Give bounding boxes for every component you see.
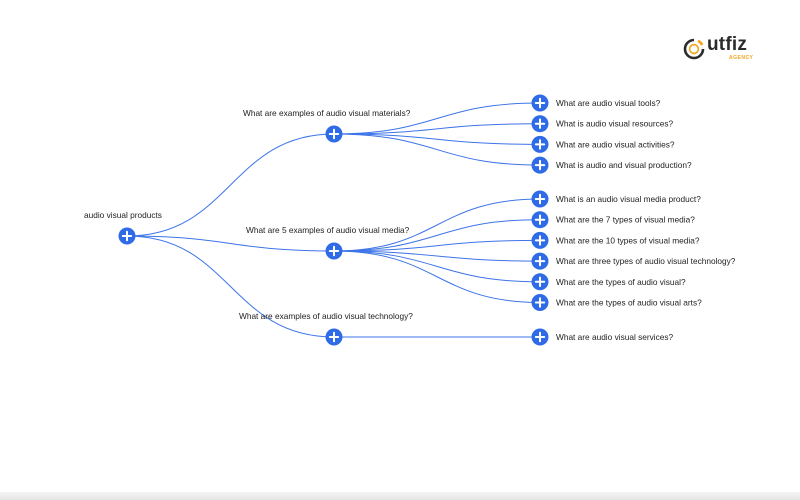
logo-ring-icon [683, 38, 705, 60]
link-b2-to-leaf-3 [333, 250, 541, 262]
leaf-node-button[interactable] [531, 94, 549, 112]
link-b1-to-leaf-0 [333, 102, 541, 135]
link-b2-to-leaf-4 [333, 250, 541, 283]
link-b1-to-leaf-3 [333, 133, 541, 166]
branch-node-button-b3[interactable] [325, 328, 343, 346]
link-b2-to-leaf-1 [333, 219, 541, 252]
plus-icon [534, 331, 546, 343]
root-node-button[interactable] [118, 227, 136, 245]
link-b1-to-leaf-2 [333, 133, 541, 145]
leaf-node-label: What are the types of audio visual? [556, 277, 686, 287]
leaf-node-button[interactable] [531, 135, 549, 153]
leaf-node-label: What is an audio visual media product? [556, 194, 701, 204]
plus-icon [534, 297, 546, 308]
plus-icon [534, 118, 546, 129]
plus-icon [534, 276, 546, 287]
leaf-node-label: What are audio visual activities? [556, 139, 675, 149]
plus-icon [534, 97, 546, 109]
plus-icon [534, 193, 546, 205]
bottom-bar [0, 492, 800, 500]
leaf-node-label: What are three types of audio visual tec… [556, 256, 736, 266]
plus-icon [121, 230, 133, 242]
plus-icon [534, 139, 546, 150]
plus-icon [328, 245, 340, 257]
leaf-node-label: What are the 10 types of visual media? [556, 235, 700, 245]
link-b2-to-leaf-0 [333, 198, 541, 252]
leaf-node-button[interactable] [531, 231, 549, 249]
leaf-node-label: What is audio visual resources? [556, 119, 674, 129]
plus-icon [534, 235, 546, 246]
leaf-node-button[interactable] [531, 190, 549, 208]
link-b1-to-leaf-1 [333, 123, 541, 135]
leaf-node-label: What are the 7 types of visual media? [556, 215, 695, 225]
link-root-to-b1 [126, 133, 335, 237]
plus-icon [328, 331, 340, 343]
link-root-to-b3 [126, 235, 335, 338]
branch-node-button-b2[interactable] [325, 242, 343, 260]
plus-icon [534, 214, 546, 225]
leaf-node-button[interactable] [531, 252, 549, 270]
brand-tagline: AGENCY [729, 55, 754, 61]
leaf-node-label: What are audio visual services? [556, 332, 674, 342]
leaf-node-label: What is audio and visual production? [556, 160, 692, 170]
link-root-to-b2 [126, 235, 335, 252]
branch-node-label-b1: What are examples of audio visual materi… [243, 108, 411, 118]
leaf-node-button[interactable] [531, 328, 549, 346]
link-b2-to-leaf-2 [333, 239, 541, 252]
plus-icon [534, 159, 546, 171]
leaf-node-button[interactable] [531, 211, 549, 229]
root-node-label: audio visual products [84, 210, 162, 220]
branch-node-label-b3: What are examples of audio visual techno… [239, 311, 413, 321]
branch-node-button-b1[interactable] [325, 125, 343, 143]
brand-name: utfiz [707, 34, 748, 55]
branch-node-label-b2: What are 5 examples of audio visual medi… [246, 225, 410, 235]
plus-icon [328, 128, 340, 140]
leaf-node-button[interactable] [531, 115, 549, 133]
leaf-node-button[interactable] [531, 294, 549, 311]
leaf-node-button[interactable] [531, 156, 549, 174]
brand-logo: utfiz AGENCY [683, 34, 763, 64]
leaf-node-label: What are audio visual tools? [556, 98, 661, 108]
tree-links [126, 102, 541, 338]
link-b2-to-leaf-5 [333, 250, 541, 303]
leaf-node-button[interactable] [531, 273, 549, 291]
plus-icon [534, 255, 546, 267]
leaf-node-label: What are the types of audio visual arts? [556, 298, 702, 308]
